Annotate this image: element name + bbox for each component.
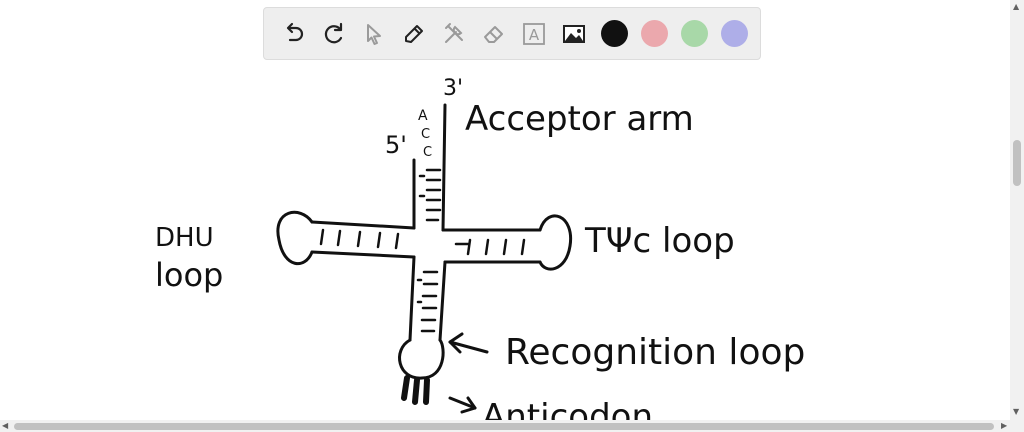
label-acceptor-arm: Acceptor arm <box>465 99 694 139</box>
anticodon-arrow <box>448 396 477 410</box>
color-black-swatch[interactable] <box>594 14 634 54</box>
acceptor-strand-3prime <box>441 103 447 232</box>
label-cca-c1: C <box>421 127 430 142</box>
label-dhu: DHU <box>155 223 214 253</box>
vertical-scrollbar[interactable]: ▲ ▼ <box>1010 0 1024 420</box>
dhu-arm-bottom <box>310 250 416 259</box>
vertical-scroll-thumb[interactable] <box>1013 140 1021 186</box>
label-dhu-loop: loop <box>155 256 223 294</box>
color-red-dot <box>640 20 668 47</box>
text-icon[interactable]: A <box>514 14 554 54</box>
text-tool-glyph: A <box>529 26 540 44</box>
scroll-left-icon[interactable]: ◀ <box>2 421 9 430</box>
scroll-down-icon[interactable]: ▼ <box>1013 407 1020 416</box>
color-blue-swatch[interactable] <box>714 14 754 54</box>
label-three-prime: 3' <box>443 76 463 101</box>
image-icon[interactable] <box>554 14 594 54</box>
color-green-swatch[interactable] <box>674 14 714 54</box>
color-green-dot <box>680 20 708 47</box>
anticodon-loop <box>398 338 445 380</box>
anticodon-strand-right <box>438 260 447 342</box>
dhu-loop <box>276 210 314 266</box>
tpsic-loop <box>538 214 573 271</box>
horizontal-scrollbar[interactable]: ◀ ▶ <box>0 420 1024 432</box>
label-cca-a: A <box>418 108 428 124</box>
tools-icon[interactable] <box>434 14 474 54</box>
label-tpsic-loop: TΨc loop <box>584 221 735 261</box>
recognition-arrow <box>448 340 489 354</box>
anticodon-strand-left <box>408 255 416 342</box>
trna-drawing: 3' 5' A C C Acceptor arm DHU loop TΨc lo… <box>155 76 805 420</box>
scroll-right-icon[interactable]: ▶ <box>1001 421 1008 430</box>
color-black-dot <box>600 20 628 47</box>
label-anticodon-partial: Anticodon <box>482 397 653 420</box>
label-five-prime: 5' <box>385 131 407 159</box>
label-cca-c2: C <box>423 145 432 160</box>
dhu-arm-top <box>310 220 416 230</box>
scroll-up-icon[interactable]: ▲ <box>1013 2 1020 11</box>
drawing-toolbar: A <box>263 7 761 60</box>
color-red-swatch[interactable] <box>634 14 674 54</box>
select-pointer-icon[interactable] <box>354 14 394 54</box>
redo-icon[interactable] <box>314 14 354 54</box>
drawing-canvas[interactable]: 3' 5' A C C Acceptor arm DHU loop TΨc lo… <box>0 0 1010 420</box>
horizontal-scroll-thumb[interactable] <box>14 423 994 430</box>
undo-icon[interactable] <box>274 14 314 54</box>
color-blue-dot <box>720 20 748 47</box>
pen-icon[interactable] <box>394 14 434 54</box>
label-recognition-loop: Recognition loop <box>505 332 805 373</box>
eraser-icon[interactable] <box>474 14 514 54</box>
